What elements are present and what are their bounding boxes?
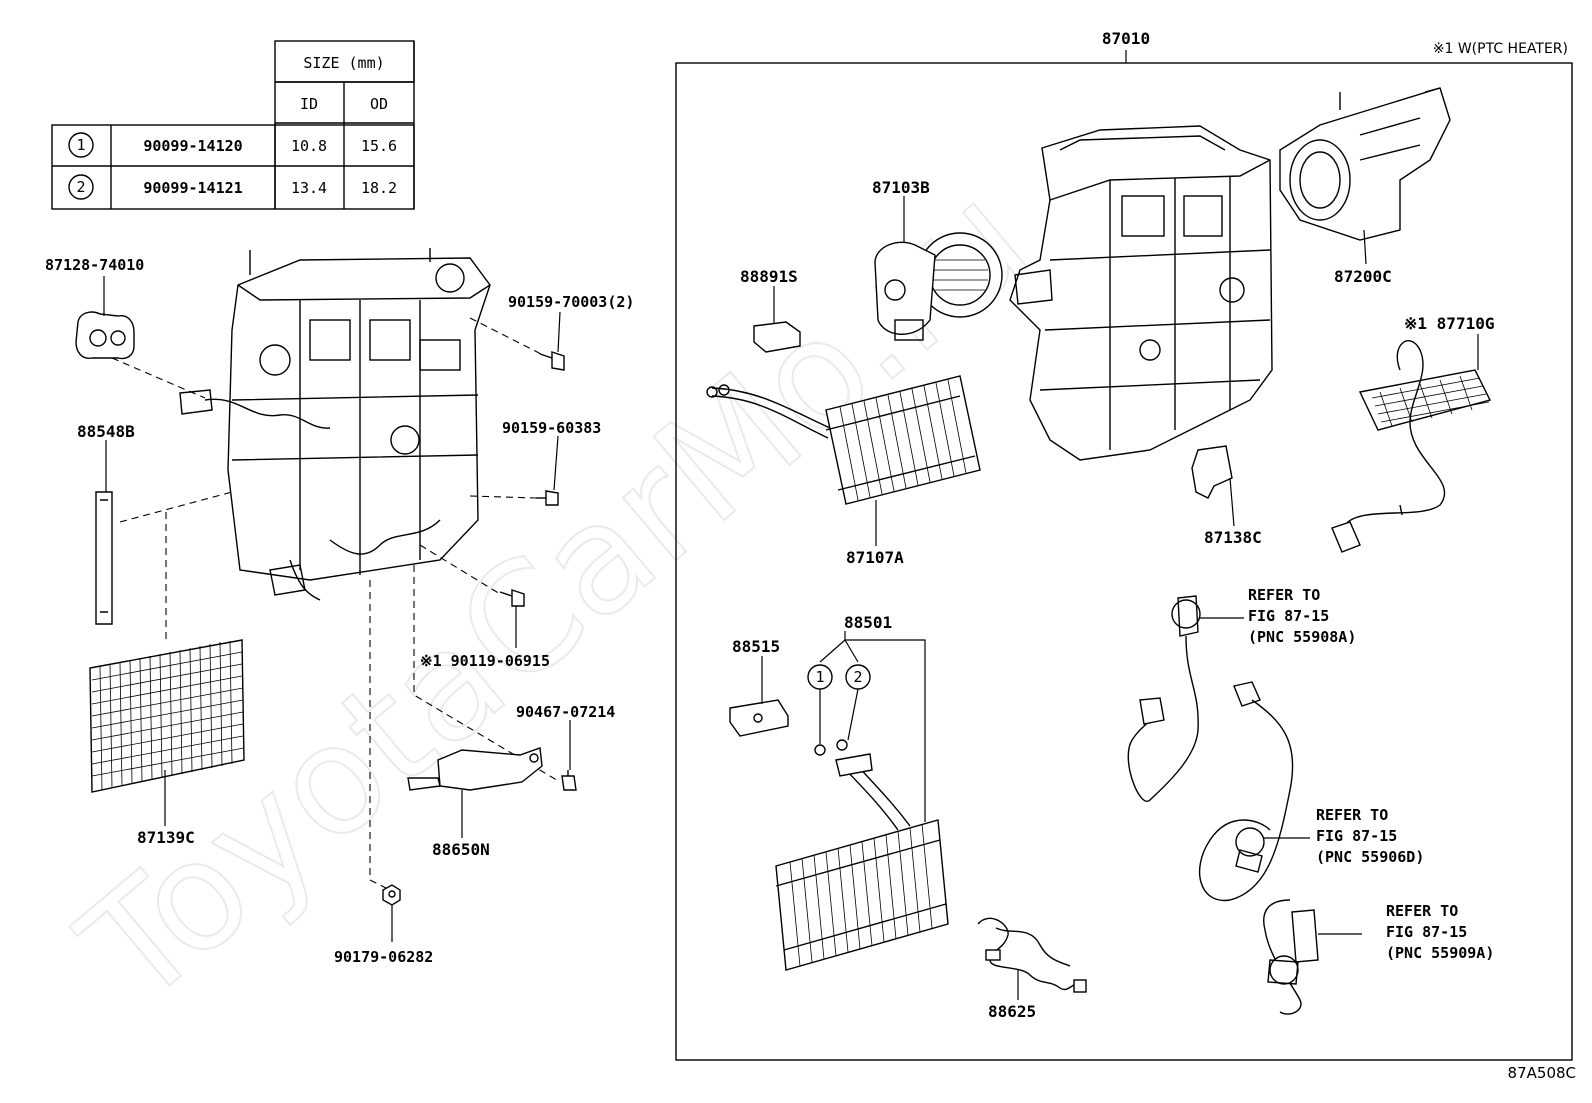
label-90179-06282[interactable]: 90179-06282 xyxy=(334,948,433,966)
clip-90467-07214-illustration xyxy=(561,770,577,791)
label-87710g[interactable]: ※1 87710G xyxy=(1404,314,1494,333)
servo-harness-55908a-illustration xyxy=(1127,595,1201,802)
nut-90179-06282-illustration xyxy=(382,884,401,906)
sensor-88650n-illustration xyxy=(407,747,543,791)
screw-90159-70003-illustration xyxy=(539,351,565,371)
label-90467-07214[interactable]: 90467-07214 xyxy=(516,703,615,721)
o-ring-1-label[interactable]: 1 xyxy=(815,668,824,686)
label-87107a[interactable]: 87107A xyxy=(846,548,904,567)
refer-1-line-2[interactable]: FIG 87-15 xyxy=(1248,607,1329,625)
refer-3-line-2[interactable]: FIG 87-15 xyxy=(1386,923,1467,941)
row-1-part-number[interactable]: 90099-14120 xyxy=(143,137,242,155)
label-88650n[interactable]: 88650N xyxy=(432,840,490,859)
row-1-od: 15.6 xyxy=(361,137,397,155)
seal-88548b-illustration xyxy=(95,491,113,625)
assembly-87010-frame xyxy=(675,62,1573,1061)
row-2-index: 2 xyxy=(76,178,85,196)
grommet-87128-illustration xyxy=(75,311,135,360)
label-90119-06915[interactable]: ※1 90119-06915 xyxy=(420,652,550,670)
refer-1-line-3[interactable]: (PNC 55908A) xyxy=(1248,628,1356,646)
refer-3-line-3[interactable]: (PNC 55909A) xyxy=(1386,944,1494,962)
row-2-od: 18.2 xyxy=(361,179,397,197)
label-88515[interactable]: 88515 xyxy=(732,637,780,656)
o-ring-2-illustration xyxy=(836,739,848,751)
row-2-id: 13.4 xyxy=(291,179,327,197)
heater-unit-illustration xyxy=(179,248,491,601)
refer-3-line-1[interactable]: REFER TO xyxy=(1386,902,1458,920)
evaporator-88501-illustration xyxy=(775,753,949,971)
figure-code: 87A508C xyxy=(1508,1064,1576,1082)
ptc-heater-note: ※1 W(PTC HEATER) xyxy=(1433,41,1568,57)
od-header: OD xyxy=(370,95,388,113)
label-87103b[interactable]: 87103B xyxy=(872,178,930,197)
label-88891s[interactable]: 88891S xyxy=(740,267,798,286)
label-87010[interactable]: 87010 xyxy=(1102,29,1150,48)
label-87128-74010[interactable]: 87128-74010 xyxy=(45,256,144,274)
row-1-circle-marker xyxy=(68,132,94,158)
filter-87139c-illustration xyxy=(89,639,245,793)
label-88625[interactable]: 88625 xyxy=(988,1002,1036,1021)
label-90159-70003[interactable]: 90159-70003(2) xyxy=(508,293,634,311)
ptc-heater-87710g-illustration xyxy=(1331,340,1492,553)
expansion-valve-88515-illustration xyxy=(729,699,789,737)
id-header: ID xyxy=(300,95,318,113)
refer-2-line-1[interactable]: REFER TO xyxy=(1316,806,1388,824)
label-87138c[interactable]: 87138C xyxy=(1204,528,1262,547)
size-header: SIZE (mm) xyxy=(303,54,384,72)
label-87200c[interactable]: 87200C xyxy=(1334,267,1392,286)
blower-motor-87103b-illustration xyxy=(874,232,1003,341)
o-ring-1-illustration xyxy=(814,744,826,756)
servo-harness-55909a-illustration xyxy=(1263,899,1319,1015)
thermistor-88625-illustration xyxy=(977,917,1087,993)
label-87139c[interactable]: 87139C xyxy=(137,828,195,847)
label-88501[interactable]: 88501 xyxy=(844,613,892,632)
refer-2-line-2[interactable]: FIG 87-15 xyxy=(1316,827,1397,845)
row-2-part-number[interactable]: 90099-14121 xyxy=(143,179,242,197)
o-ring-size-table: SIZE (mm) ID OD 1 90099-14120 10.8 15.6 … xyxy=(51,40,415,210)
servo-harness-55906d-illustration xyxy=(1198,681,1294,902)
label-90159-60383[interactable]: 90159-60383 xyxy=(502,419,601,437)
row-1-index: 1 xyxy=(76,136,85,154)
row-2-circle-marker xyxy=(68,174,94,200)
screw-90159-60383-illustration xyxy=(536,490,559,506)
refer-1-line-1[interactable]: REFER TO xyxy=(1248,586,1320,604)
servo-87138c-illustration xyxy=(1191,445,1233,499)
bolt-90119-06915-illustration xyxy=(499,589,525,607)
heater-core-87107a-illustration xyxy=(706,375,981,505)
o-ring-2-label[interactable]: 2 xyxy=(853,668,862,686)
row-1-id: 10.8 xyxy=(291,137,327,155)
blower-case-87200c-illustration xyxy=(1279,87,1451,241)
label-88548b[interactable]: 88548B xyxy=(77,422,135,441)
clip-88891s-illustration xyxy=(753,321,801,353)
refer-2-line-3[interactable]: (PNC 55906D) xyxy=(1316,848,1424,866)
air-conditioning-housing-illustration xyxy=(1009,125,1273,461)
